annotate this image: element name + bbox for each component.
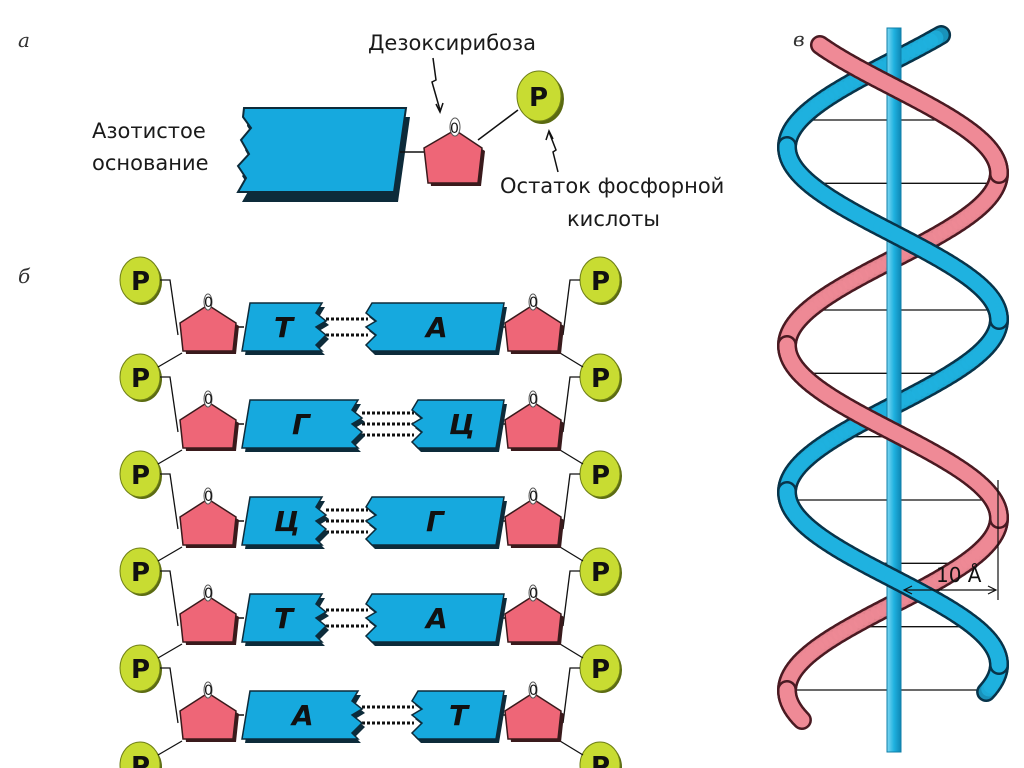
label-nitrogenous-base-line2: основание <box>92 151 209 175</box>
sugar-oxygen-label: 0 <box>204 295 213 311</box>
sugar-right: 0 <box>504 487 564 548</box>
deoxyribose-shape: 0 <box>423 117 485 186</box>
base-letter: Т <box>274 311 295 344</box>
base-right: Т <box>410 690 507 743</box>
sugar-oxygen-label: 0 <box>529 683 538 699</box>
base-left: Т <box>241 302 329 355</box>
label-nitrogenous-base-line1: Азотистое <box>92 119 206 143</box>
phosphate-right-2: P <box>579 353 622 402</box>
sugar-left: 0 <box>179 390 239 451</box>
panel-a: а Азотистое основание 0 P Дезоксирибоза … <box>18 28 724 231</box>
deoxyribose-arrow <box>431 57 441 111</box>
base-letter: А <box>290 699 314 732</box>
sugar-right: 0 <box>504 293 564 354</box>
helix-front-segments <box>777 35 1009 731</box>
sugar-oxygen-label: 0 <box>204 392 213 408</box>
panel-c-letter: в <box>793 27 805 51</box>
sugar-oxygen-label: 0 <box>450 121 459 137</box>
phosphate-symbol: P <box>591 364 610 394</box>
base-letter: Г <box>426 505 446 538</box>
sugar-oxygen-label: 0 <box>204 683 213 699</box>
phosphate-symbol: P <box>131 267 150 297</box>
label-phosphate-residue-line2: кислоты <box>567 207 660 231</box>
phosphate-left-3: P <box>119 450 162 499</box>
base-pair-row <box>157 570 584 659</box>
phosphate-symbol: P <box>591 655 610 685</box>
helix-axis <box>886 27 902 753</box>
phosphate-right-1: P <box>579 256 622 305</box>
phosphate-symbol: P <box>131 461 150 491</box>
base-left: Г <box>241 399 365 452</box>
sugar-phosphate-bond <box>477 109 519 141</box>
phosphate-symbol: P <box>131 752 150 768</box>
phosphate-symbol: P <box>131 558 150 588</box>
panel-b-letter: б <box>18 264 31 288</box>
panel-a-letter: а <box>18 28 30 52</box>
label-deoxyribose: Дезоксирибоза <box>368 31 536 55</box>
phosphate-right-5: P <box>579 644 622 693</box>
phosphate-symbol: P <box>591 752 610 768</box>
sugar-left: 0 <box>179 293 239 354</box>
base-right: А <box>364 302 507 355</box>
phosphate-right-4: P <box>579 547 622 596</box>
base-left: Т <box>241 593 329 646</box>
panel-c: в 10 Å <box>777 25 1009 753</box>
phosphate-right-6: P <box>579 741 622 768</box>
sugar-oxygen-label: 0 <box>204 489 213 505</box>
phosphate-symbol: P <box>131 655 150 685</box>
base-letter: А <box>424 311 448 344</box>
sugar-left: 0 <box>179 487 239 548</box>
phosphate-left-4: P <box>119 547 162 596</box>
sugar-right: 0 <box>504 681 564 742</box>
helix-strand-blue <box>978 681 997 700</box>
phosphate-left-5: P <box>119 644 162 693</box>
phosphate-symbol: P <box>591 461 610 491</box>
base-letter: Г <box>292 408 312 441</box>
base-left: Ц <box>241 496 329 549</box>
sugar-oxygen-label: 0 <box>204 586 213 602</box>
dimension-label: 10 Å <box>936 563 982 587</box>
base-pair-row <box>157 473 584 562</box>
base-left: А <box>241 690 365 743</box>
phosphate-symbol: P <box>529 83 548 113</box>
base-letter: А <box>424 602 448 635</box>
sugar-right: 0 <box>504 584 564 645</box>
dimension-marker: 10 Å <box>902 480 999 600</box>
base-pair-row <box>157 667 584 756</box>
base-right: Ц <box>410 399 507 452</box>
phosphate-arrow <box>548 131 559 173</box>
phosphate-circle: P <box>516 70 564 124</box>
phosphate-symbol: P <box>591 267 610 297</box>
sugar-right: 0 <box>504 390 564 451</box>
sugar-oxygen-label: 0 <box>529 489 538 505</box>
phosphate-right-3: P <box>579 450 622 499</box>
sugar-oxygen-label: 0 <box>529 392 538 408</box>
sugar-left: 0 <box>179 681 239 742</box>
phosphate-left-2: P <box>119 353 162 402</box>
base-right: А <box>364 593 507 646</box>
base-letter: Т <box>449 699 470 732</box>
base-letter: Т <box>274 602 295 635</box>
base-letter: Ц <box>449 408 475 441</box>
sugar-oxygen-label: 0 <box>529 586 538 602</box>
phosphate-left-1: P <box>119 256 162 305</box>
helix-strand-pink <box>791 709 810 728</box>
sugar-left: 0 <box>179 584 239 645</box>
nitrogenous-base-shape <box>236 107 410 202</box>
base-right: Г <box>364 496 507 549</box>
phosphate-symbol: P <box>591 558 610 588</box>
phosphate-symbol: P <box>131 364 150 394</box>
phosphate-left-6: P <box>119 741 162 768</box>
label-phosphate-residue-line1: Остаток фосфорной <box>500 174 724 198</box>
base-letter: Ц <box>274 505 300 538</box>
sugar-oxygen-label: 0 <box>529 295 538 311</box>
